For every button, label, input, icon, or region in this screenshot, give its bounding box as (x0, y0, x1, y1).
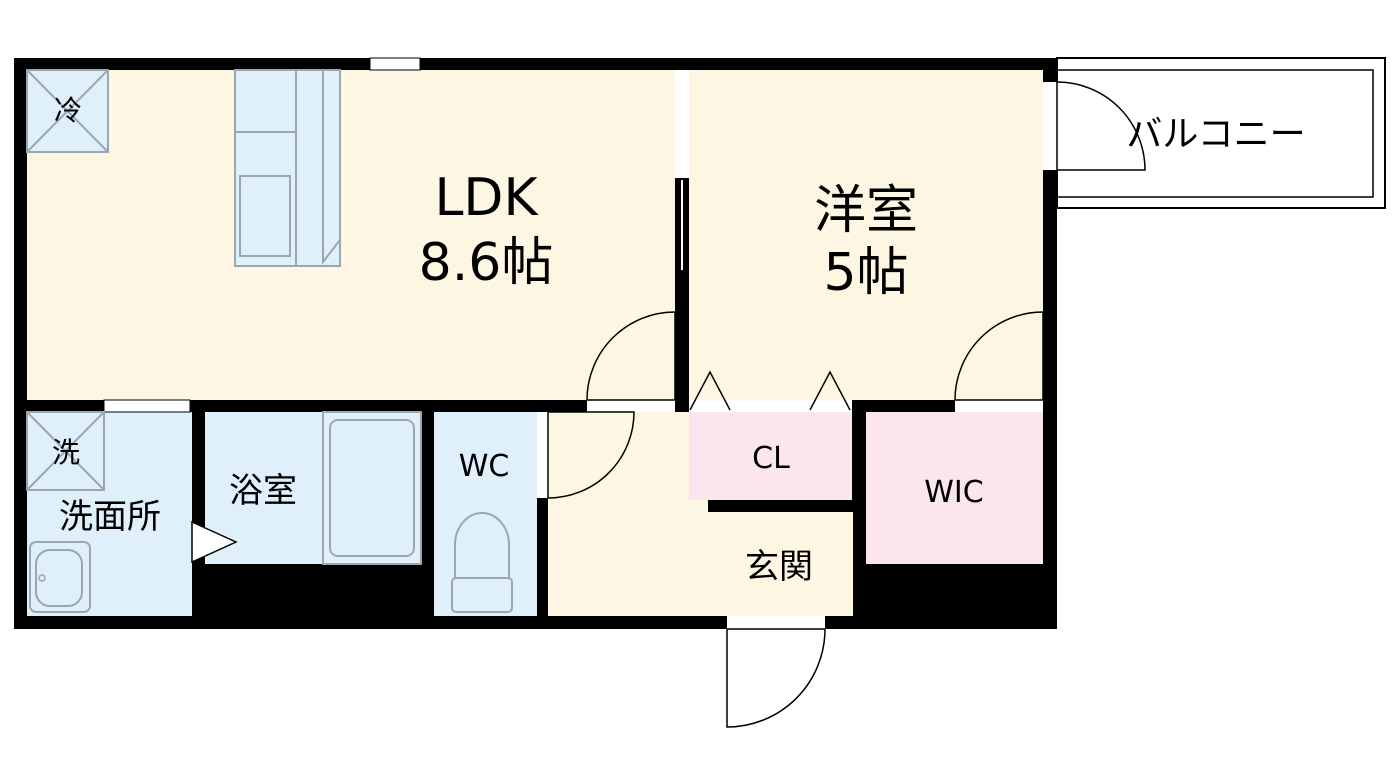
door-swing-balcony (1056, 81, 1146, 171)
closet-floor (689, 412, 852, 500)
washer-x-2 (26, 411, 105, 491)
toilet-bowl (454, 512, 510, 579)
entrance-floor (708, 512, 853, 616)
refrigerator-label: 冷 (54, 94, 82, 127)
door-gap-closet (689, 400, 852, 412)
toilet-label: WC (459, 449, 510, 484)
wic-label: WIC (924, 475, 983, 510)
sliding-door-ldk-bedroom (675, 70, 689, 178)
window-washroom (103, 399, 191, 413)
wash-basin-drain (38, 574, 46, 582)
refrigerator-x-2 (26, 69, 109, 153)
door-swing-bedroom (954, 311, 1044, 401)
toilet-tank (451, 577, 513, 613)
closet-door-right (809, 370, 851, 411)
wic-floor (866, 412, 1043, 564)
closet-door-left (689, 370, 731, 411)
door-gap-toilet (537, 412, 548, 498)
window-top-ldk (369, 57, 421, 71)
closet-label: CL (752, 441, 790, 476)
bathroom-door (191, 520, 238, 564)
wash-basin-bowl (35, 549, 83, 607)
bedroom-size-label: 5帖 (823, 243, 908, 303)
bedroom-name-label: 洋室 (814, 181, 918, 241)
door-gap-balcony (1043, 82, 1057, 170)
kitchen-sink (239, 175, 291, 257)
door-swing-ldk (586, 311, 676, 401)
ldk-name-label: LDK (434, 168, 539, 228)
hall-floor (548, 412, 708, 616)
door-gap-entrance (727, 616, 825, 629)
bathroom-label: 浴室 (229, 471, 297, 511)
ldk-size-label: 8.6帖 (419, 233, 554, 293)
door-swing-toilet (547, 411, 635, 499)
washing-machine-label: 洗 (52, 436, 80, 469)
bedroom-floor (689, 70, 1043, 400)
door-gap-bedroom-wic (955, 400, 1043, 412)
kitchen-counter-bevel (322, 69, 341, 265)
bathtub-inner (329, 419, 415, 557)
balcony-label: バルコニー (1126, 114, 1305, 155)
washroom-label: 洗面所 (59, 497, 161, 537)
door-swing-entrance (726, 628, 826, 728)
door-gap-ldk-hall (587, 400, 675, 412)
ldk-floor (27, 70, 675, 400)
entrance-label: 玄関 (745, 547, 813, 587)
